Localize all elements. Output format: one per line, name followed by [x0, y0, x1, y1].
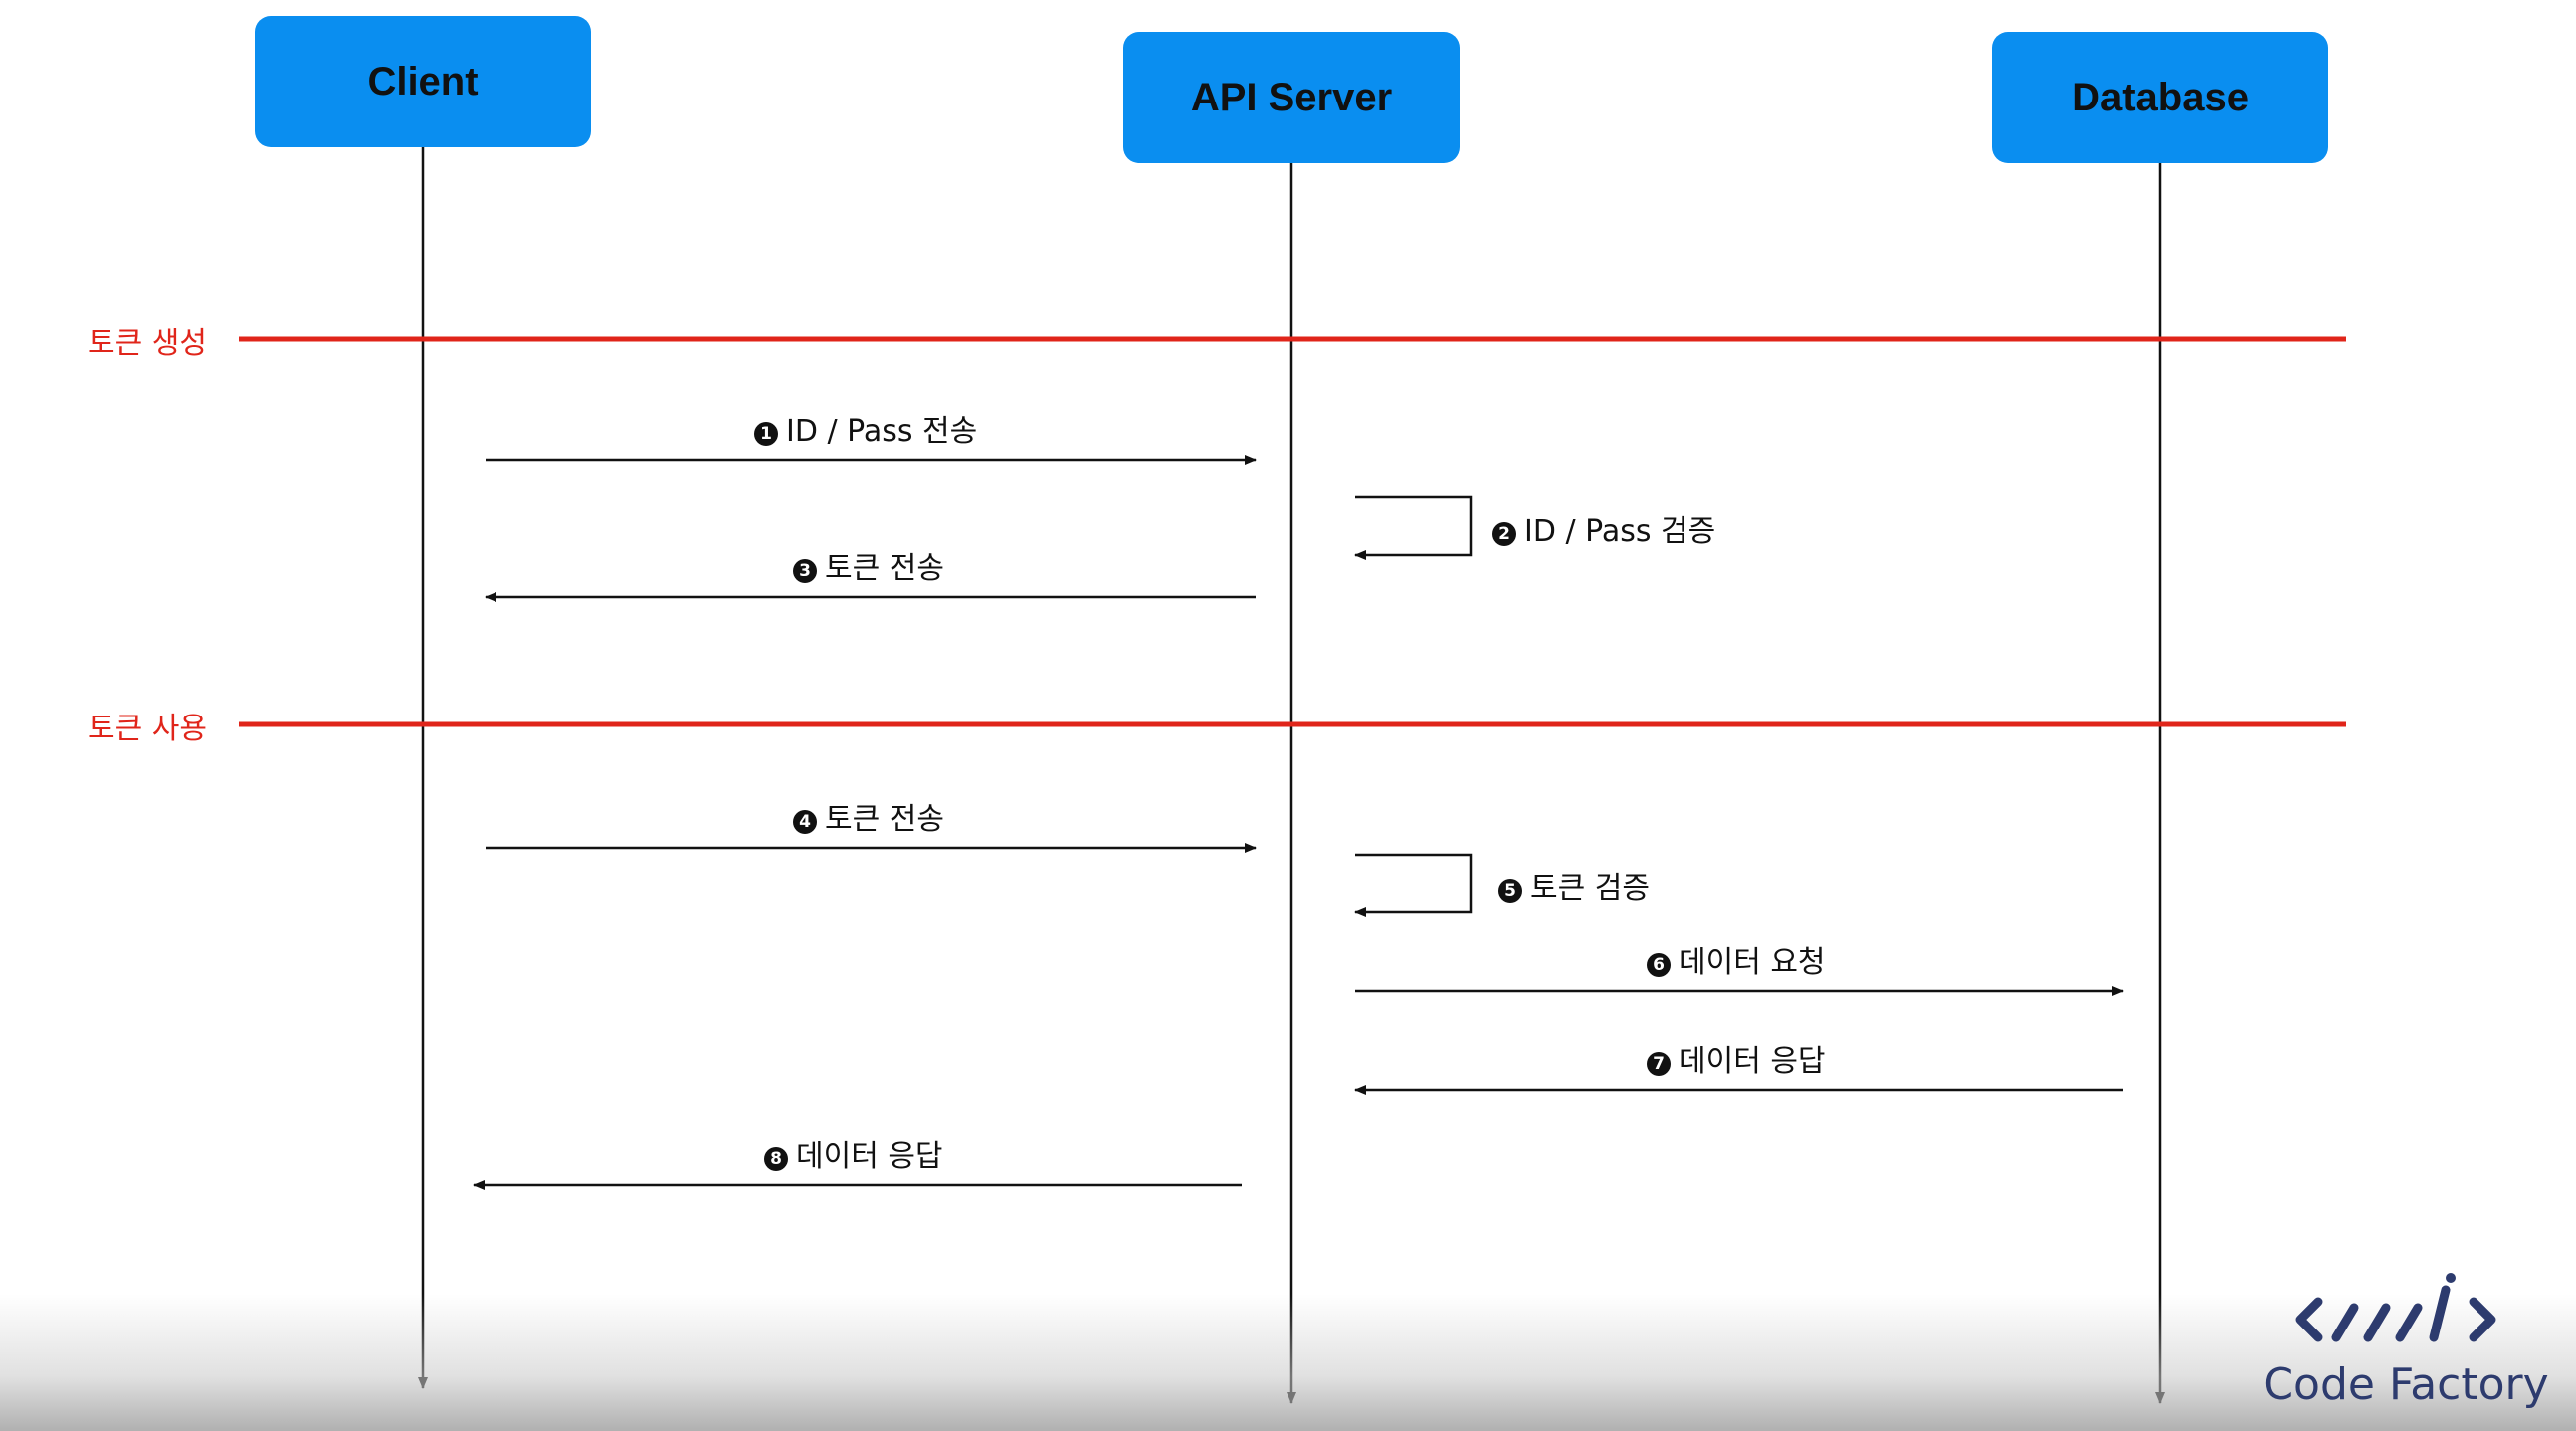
msg-6-text: 데이터 요청 [1679, 945, 1826, 980]
msg-5-label: 5 토큰 검증 [1498, 863, 1650, 907]
msg-7-label: 7 데이터 응답 [1647, 1036, 1826, 1080]
msg-5-text: 토큰 검증 [1530, 871, 1650, 906]
msg-8-label: 8 데이터 응답 [764, 1131, 943, 1175]
step-number-badge: 7 [1647, 1052, 1671, 1076]
msg-6-label: 6 데이터 요청 [1647, 937, 1826, 981]
msg-2-arrow [1354, 495, 1473, 560]
step-number-badge: 8 [764, 1147, 788, 1171]
step-number-badge: 4 [793, 810, 817, 834]
logo-text: Code Factory [2263, 1359, 2549, 1410]
database-actor: Database [1992, 32, 2328, 163]
msg-1-label: 1 ID / Pass 전송 [754, 406, 977, 450]
msg-4-label: 4 토큰 전송 [793, 794, 944, 838]
code-factory-logo: Code Factory [2257, 1272, 2555, 1421]
step-number-badge: 6 [1647, 953, 1671, 977]
msg-5-arrow [1354, 853, 1473, 917]
step-number-badge: 3 [793, 559, 817, 583]
msg-4-text: 토큰 전송 [825, 802, 944, 837]
msg-3-text: 토큰 전송 [825, 551, 944, 586]
client-label: Client [367, 59, 479, 103]
database-label: Database [2072, 75, 2249, 119]
msg-7-text: 데이터 응답 [1679, 1044, 1826, 1079]
section-label-use: 토큰 사용 [88, 712, 207, 746]
step-number-badge: 2 [1492, 522, 1516, 546]
step-number-badge: 1 [754, 422, 778, 446]
api-server-label: API Server [1190, 75, 1393, 119]
client-actor: Client [255, 16, 591, 147]
msg-8-text: 데이터 응답 [796, 1139, 943, 1174]
section-label-create: 토큰 생성 [88, 326, 207, 361]
code-brackets-icon [2295, 1273, 2496, 1342]
step-number-badge: 5 [1498, 879, 1522, 903]
msg-3-label: 3 토큰 전송 [793, 543, 944, 587]
msg-2-label: 2 ID / Pass 검증 [1492, 507, 1715, 550]
msg-2-text: ID / Pass 검증 [1524, 514, 1716, 549]
api-server-actor: API Server [1123, 32, 1460, 163]
msg-1-text: ID / Pass 전송 [786, 414, 978, 449]
